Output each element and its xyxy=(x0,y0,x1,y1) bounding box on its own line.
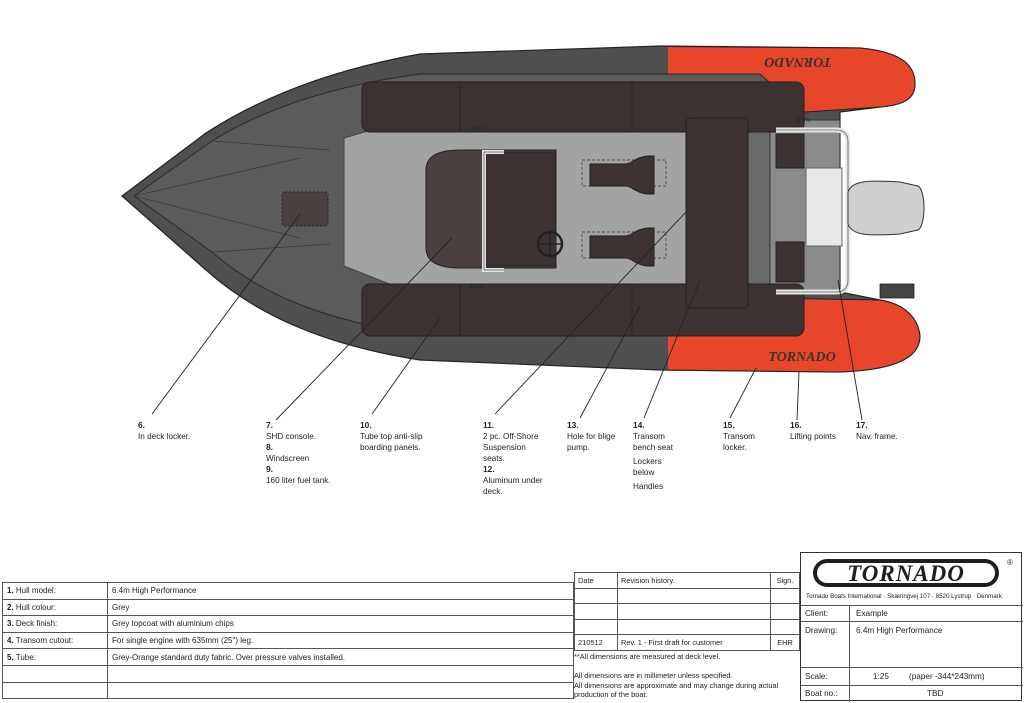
callout-6: 6.In deck locker. xyxy=(138,420,191,441)
spec-label-text: Hull colour: xyxy=(15,602,56,612)
spec-row xyxy=(2,664,574,683)
callout-16: 16.Lifting points xyxy=(790,420,836,441)
spec-label: 1. Hull model: xyxy=(2,582,108,600)
spec-label xyxy=(2,681,108,700)
spec-value: Grey-Orange standard duty fabric. Over p… xyxy=(107,648,574,666)
scale-label: Scale: xyxy=(805,672,828,681)
outboard-engine xyxy=(847,180,925,299)
plate-1: ℝ𝕆𝕏 xyxy=(472,126,486,133)
boat-number-value: TBD xyxy=(927,689,944,698)
revision-row xyxy=(574,587,800,605)
revision-row xyxy=(574,603,800,620)
rev-date-header: Date xyxy=(574,572,618,589)
paper-size: (paper -344*243mm) xyxy=(909,672,985,681)
spec-number: 3. xyxy=(7,619,14,629)
plate-2: ℝ𝕆𝕏 xyxy=(470,283,484,290)
revision-row xyxy=(574,618,800,636)
note-approximate: All dimensions are approximate and may c… xyxy=(574,680,779,700)
spec-number: 4. xyxy=(7,636,14,646)
spec-value xyxy=(107,664,574,683)
spec-row: 3. Deck finish:Grey topcoat with alumini… xyxy=(2,615,574,633)
callout-7: 7.SHD console. 8.Windscreen 9.160 liter … xyxy=(266,420,331,485)
leader-lines xyxy=(151,211,863,421)
spec-number: 2. xyxy=(7,602,14,612)
tube-brand-bottom: TORNADO xyxy=(768,350,835,365)
spec-value: Grey topcoat with aluminium chips xyxy=(107,615,574,633)
spec-value: 6.4m High Performance xyxy=(107,582,574,600)
drawing-value: 6.4m High Performance xyxy=(856,626,943,635)
spec-label-text: Tube: xyxy=(15,652,36,662)
spec-row xyxy=(2,681,574,700)
dimension-notes: **All dimensions are measured at deck le… xyxy=(574,652,794,700)
spec-value: Grey xyxy=(107,598,574,617)
tube-brand-top: TORNADO xyxy=(764,54,831,69)
spec-row: 2. Hull colour:Grey xyxy=(2,598,574,617)
boat-number-label: Boat no.: xyxy=(805,689,838,698)
spec-label: 2. Hull colour: xyxy=(2,598,108,617)
tornado-logo: TORNADO ® Tornado Boats International · … xyxy=(801,553,1023,606)
client-value: Example xyxy=(856,609,888,618)
scale-value: 1:25 xyxy=(873,672,889,681)
spec-number: 5. xyxy=(7,652,14,662)
company-address: Tornado Boats International · Skæringvej… xyxy=(806,593,1002,600)
rev-history-header: Revision history. xyxy=(617,572,771,589)
console xyxy=(425,149,564,272)
spec-row: 4. Transom cutout:For single engine with… xyxy=(2,631,574,650)
spec-row: 5. Tube:Grey-Orange standard duty fabric… xyxy=(2,648,574,666)
title-block: TORNADO ® Tornado Boats International · … xyxy=(800,552,1023,702)
spec-label xyxy=(2,664,108,683)
spec-label: 5. Tube: xyxy=(2,648,108,666)
deck-locker xyxy=(281,191,329,227)
callout-17: 17.Nav. frame. xyxy=(856,420,898,441)
plate-3: ℝ𝕆𝕏 xyxy=(796,117,810,124)
registered-mark: ® xyxy=(1007,558,1013,567)
transom-locker-bottom xyxy=(775,241,805,283)
note-deck-level: **All dimensions are measured at deck le… xyxy=(574,652,721,661)
spec-label: 3. Deck finish: xyxy=(2,615,108,633)
client-label: Client: xyxy=(805,609,829,618)
spec-label: 4. Transom cutout: xyxy=(2,631,108,650)
spec-label-text: Deck finish: xyxy=(15,619,58,629)
revision-header-row: Date Revision history. Sign. xyxy=(574,572,800,589)
transom-bench-seat xyxy=(685,117,749,309)
spec-label-text: Hull model: xyxy=(15,586,56,596)
logo-text: TORNADO xyxy=(847,561,965,586)
drawing-label: Drawing: xyxy=(805,626,838,635)
transom-locker-top xyxy=(775,133,805,169)
suspension-seats xyxy=(581,155,667,267)
spec-value: For single engine with 635mm (25") leg. xyxy=(107,631,574,650)
spec-number: 1. xyxy=(7,586,14,596)
spec-value xyxy=(107,681,574,700)
note-units: All dimensions are in millimeter unless … xyxy=(574,671,733,681)
spec-label-text: Transom cutout: xyxy=(15,636,74,646)
spec-row: 1. Hull model:6.4m High Performance xyxy=(2,582,574,600)
rev-sign-header: Sign. xyxy=(770,572,800,589)
